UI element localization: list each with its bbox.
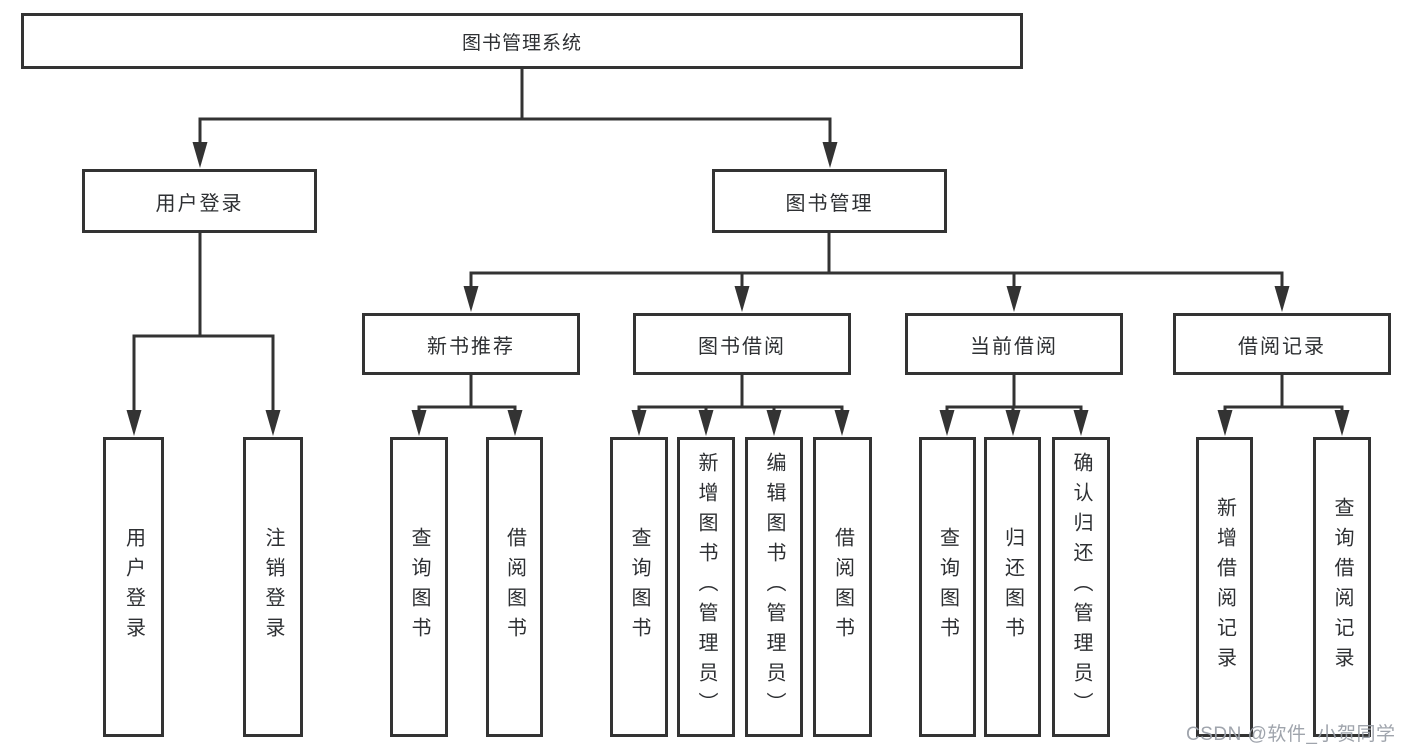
leaf-current-return-books-label: 归还图书 <box>1001 527 1024 647</box>
node-current-borrowing: 当前借阅 <box>905 313 1123 375</box>
node-borrow-records-label: 借阅记录 <box>1238 335 1326 358</box>
node-book-management-label: 图书管理 <box>785 192 874 215</box>
leaf-logout: 注销登录 <box>243 437 303 737</box>
leaf-newbooks-borrow-books: 借阅图书 <box>486 437 543 737</box>
leaf-borrowing-add-books-admin: 新增图书（管理员） <box>677 437 735 737</box>
leaf-borrowing-edit-books-admin: 编辑图书（管理员） <box>745 437 803 737</box>
node-book-borrowing: 图书借阅 <box>633 313 851 375</box>
leaf-borrowing-edit-books-admin-label: 编辑图书（管理员） <box>763 452 785 722</box>
node-root: 图书管理系统 <box>21 13 1023 69</box>
leaf-records-add-record: 新增借阅记录 <box>1196 437 1253 737</box>
node-current-borrowing-label: 当前借阅 <box>970 335 1058 358</box>
arrowheads <box>126 142 1350 436</box>
leaf-records-add-record-label: 新增借阅记录 <box>1213 497 1236 677</box>
node-user-login-label: 用户登录 <box>155 192 244 215</box>
csdn-watermark: CSDN @软件_小贺同学 <box>1186 724 1396 745</box>
leaf-records-query-record-label: 查询借阅记录 <box>1331 497 1353 677</box>
leaf-logout-label: 注销登录 <box>262 527 284 647</box>
node-new-book-recommend: 新书推荐 <box>362 313 580 375</box>
leaf-borrowing-query-books: 查询图书 <box>610 437 668 737</box>
leaf-current-confirm-return-admin: 确认归还（管理员） <box>1052 437 1110 737</box>
node-borrow-records: 借阅记录 <box>1173 313 1391 375</box>
leaf-current-query-books-label: 查询图书 <box>936 527 959 647</box>
node-new-book-recommend-label: 新书推荐 <box>427 335 515 358</box>
leaf-newbooks-borrow-books-label: 借阅图书 <box>503 527 526 647</box>
node-book-management: 图书管理 <box>712 169 947 233</box>
node-root-label: 图书管理系统 <box>461 32 582 54</box>
leaf-borrowing-borrow-books-label: 借阅图书 <box>831 527 854 647</box>
leaf-current-confirm-return-admin-label: 确认归还（管理员） <box>1070 452 1092 722</box>
leaf-current-query-books: 查询图书 <box>919 437 976 737</box>
node-user-login: 用户登录 <box>82 169 317 233</box>
leaf-user-login: 用户登录 <box>103 437 164 737</box>
leaf-user-login-label: 用户登录 <box>122 527 145 647</box>
leaf-borrowing-borrow-books: 借阅图书 <box>813 437 872 737</box>
leaf-newbooks-query-books-label: 查询图书 <box>408 527 430 647</box>
node-book-borrowing-label: 图书借阅 <box>698 335 786 358</box>
leaf-newbooks-query-books: 查询图书 <box>390 437 448 737</box>
leaf-borrowing-query-books-label: 查询图书 <box>628 527 650 647</box>
leaf-current-return-books: 归还图书 <box>984 437 1041 737</box>
leaf-borrowing-add-books-admin-label: 新增图书（管理员） <box>695 452 717 722</box>
leaf-records-query-record: 查询借阅记录 <box>1313 437 1371 737</box>
